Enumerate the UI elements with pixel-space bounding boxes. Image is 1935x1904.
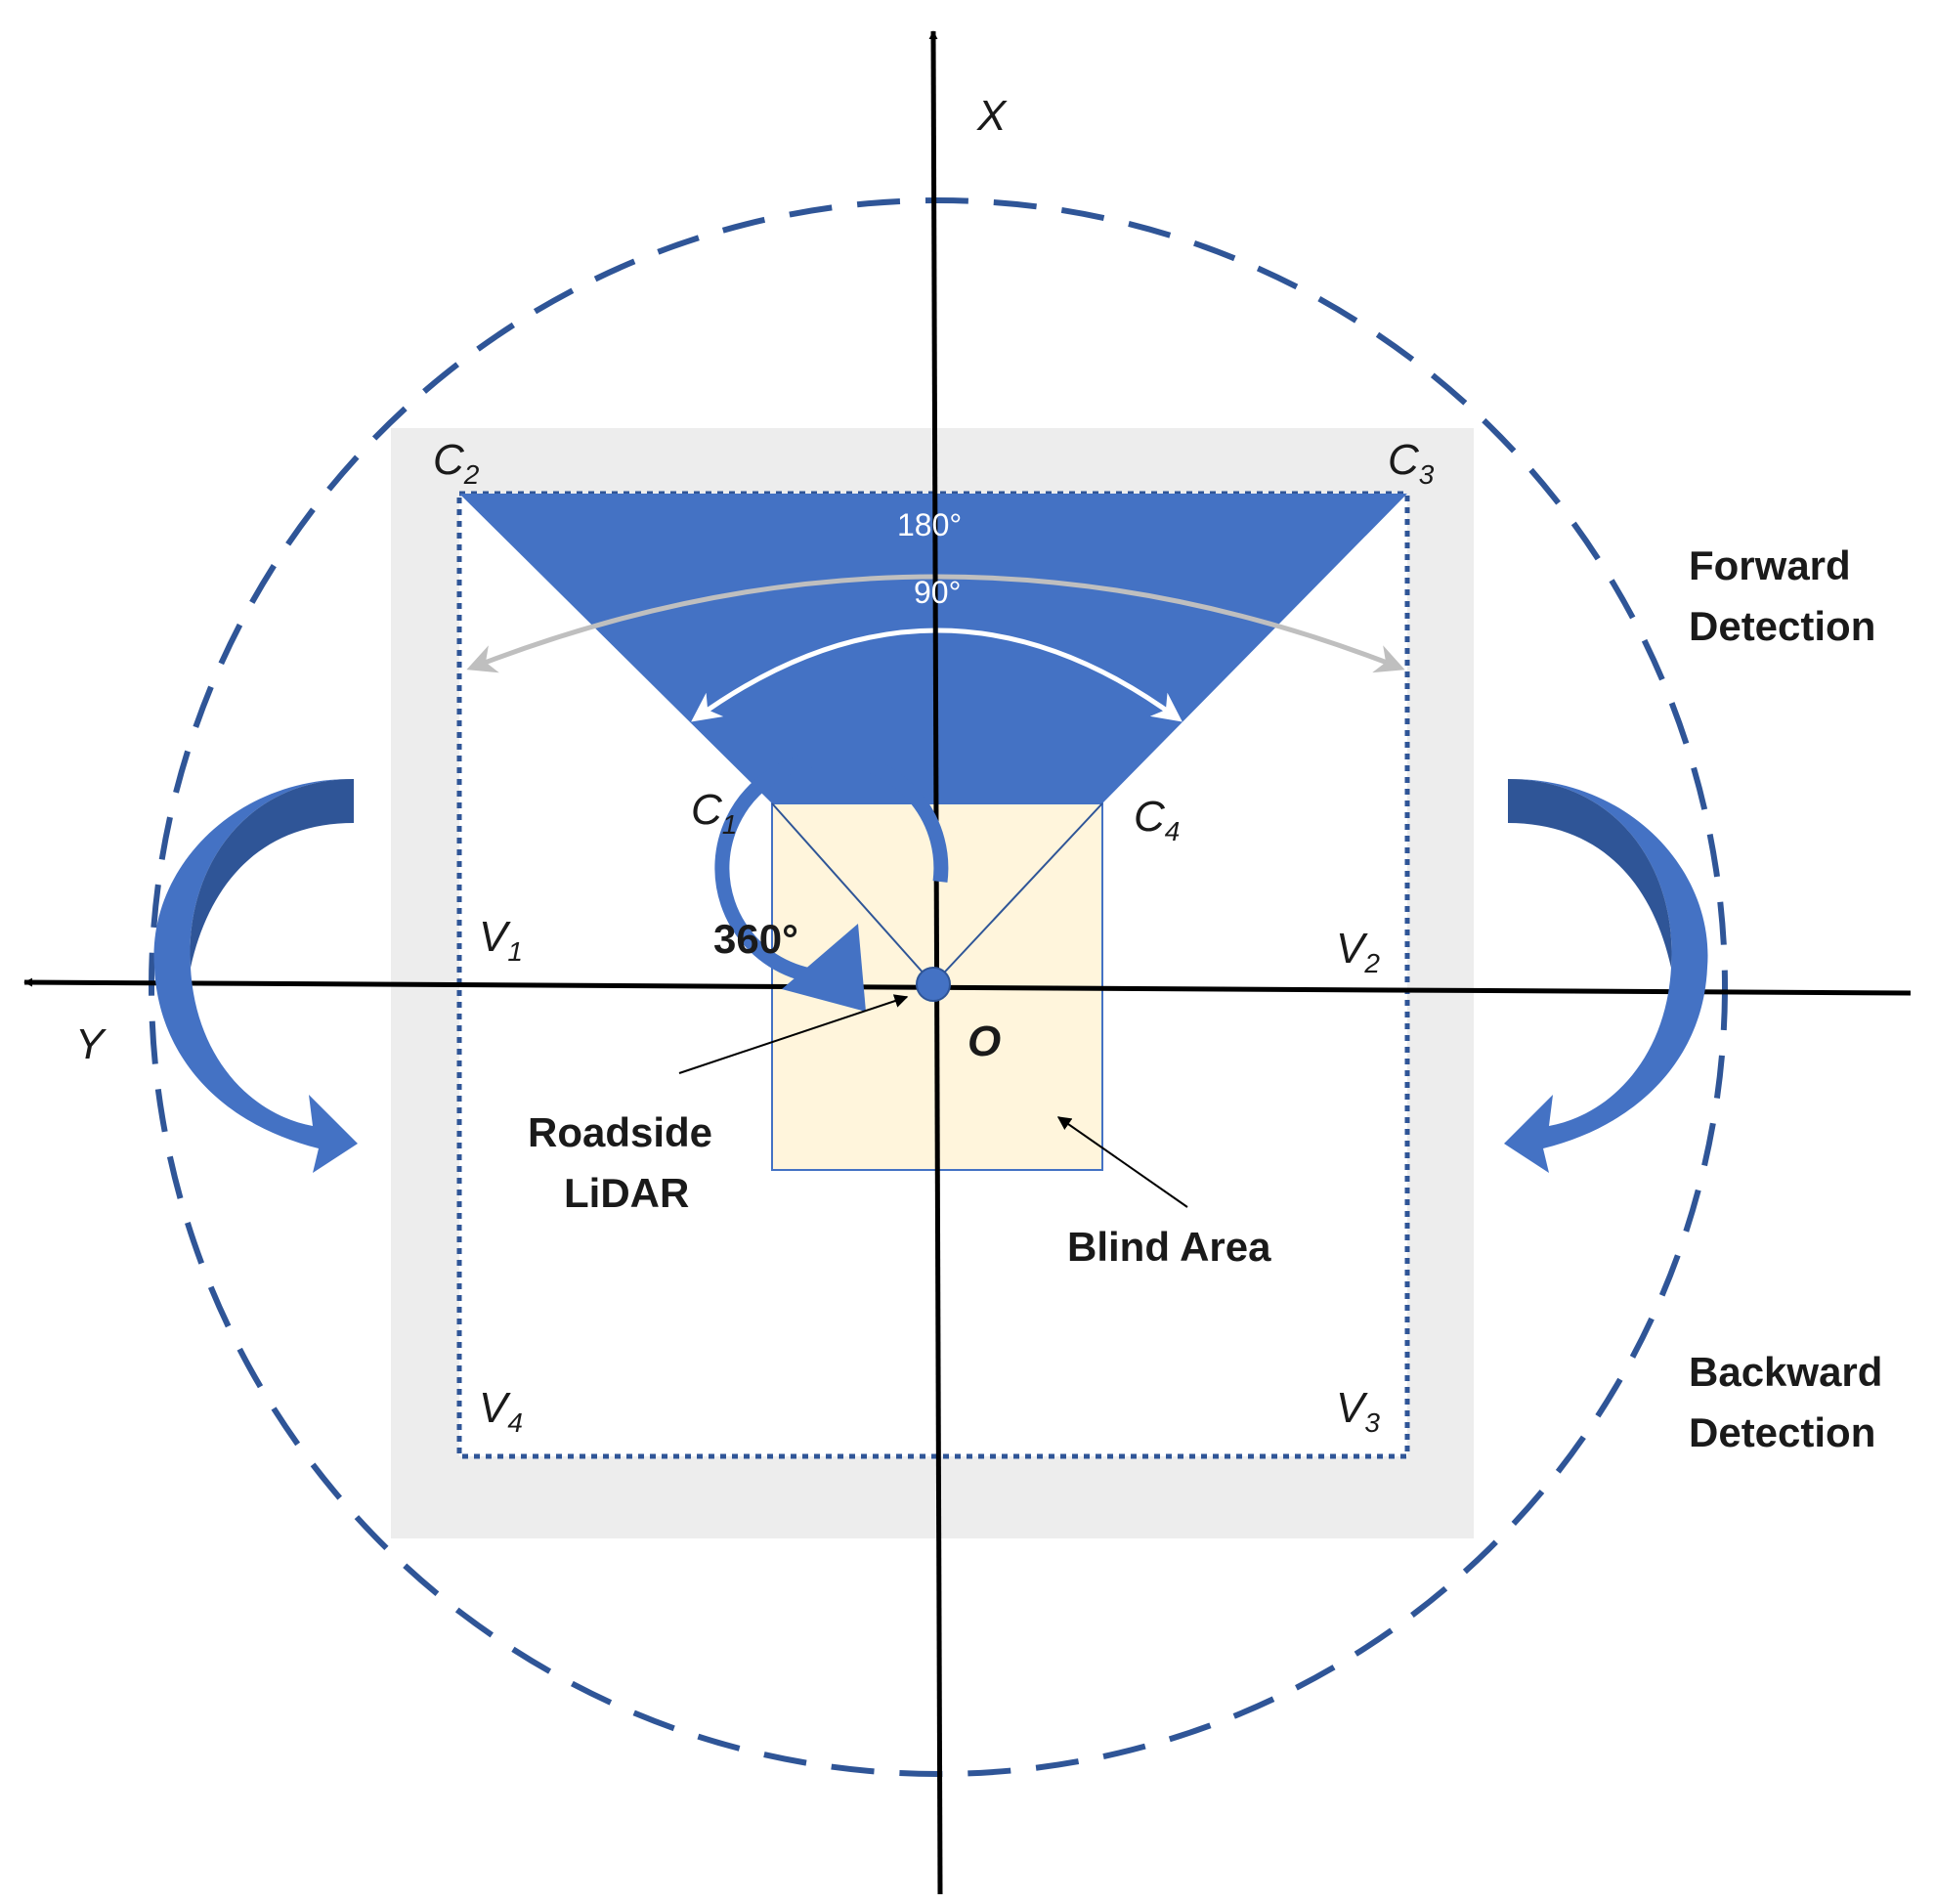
lidar-label-line1: Roadside (528, 1109, 712, 1155)
ray-c1 (771, 802, 934, 985)
vertex-v2-label: V2 (1336, 925, 1380, 978)
y-axis (23, 977, 1912, 996)
lidar-label-line2: LiDAR (564, 1170, 689, 1216)
right-rotation-arrow-shade (1508, 779, 1672, 968)
angle-180-label: 180° (897, 507, 962, 542)
rotation-arrowhead (782, 924, 866, 1012)
left-rotation-arrow-shade (190, 779, 354, 968)
angle-360-label: 360° (713, 916, 798, 962)
forward-label-line2: Detection (1689, 603, 1875, 649)
corner-c1-label: C1 (691, 786, 737, 840)
rotation-arc (714, 751, 949, 985)
vertex-v3-label: V3 (1336, 1384, 1380, 1438)
lidar-pointer (678, 994, 909, 1074)
backward-label-line2: Detection (1689, 1409, 1875, 1455)
x-axis-label: X (976, 92, 1008, 140)
angle-90-label: 90° (914, 575, 961, 610)
x-axis (928, 30, 943, 1895)
backward-label-line1: Backward (1689, 1349, 1882, 1395)
forward-label-line1: Forward (1689, 542, 1851, 588)
left-rotation-arrow (153, 778, 358, 1173)
vertex-v4-label: V4 (479, 1384, 523, 1438)
right-rotation-arrow (1504, 778, 1708, 1173)
lidar-origin-dot (916, 967, 951, 1002)
corner-c2-label: C2 (433, 436, 480, 490)
blind-area-label: Blind Area (1067, 1224, 1271, 1270)
vertex-v1-label: V1 (479, 913, 523, 967)
corner-c4-label: C4 (1134, 793, 1180, 846)
corner-c3-label: C3 (1388, 436, 1435, 490)
y-axis-label: Y (75, 1020, 107, 1068)
ray-c4 (932, 802, 1103, 985)
blind-area-pointer (1056, 1116, 1188, 1208)
origin-label: O (968, 1017, 1001, 1065)
